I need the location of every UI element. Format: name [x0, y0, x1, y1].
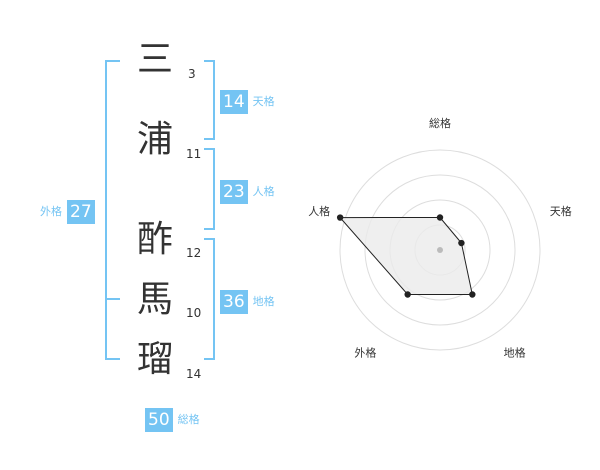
radar-ring-3: [364, 174, 516, 326]
radar-axis-label-3: 外格: [354, 346, 376, 360]
name-char-3: 酢: [136, 219, 173, 260]
radar-point-4: [336, 214, 344, 221]
soukaku-label: 総格: [177, 413, 200, 426]
stroke-count-5: 14: [186, 367, 202, 381]
jinkaku-value: 23: [220, 180, 248, 204]
radar-point-2: [469, 291, 476, 298]
radar-point-0: [436, 214, 444, 221]
chikaku-label: 地格: [252, 295, 275, 308]
radar-axis-label-2: 地格: [504, 346, 526, 360]
radar-point-3: [404, 291, 411, 298]
stroke-count-2: 11: [186, 147, 202, 161]
tenkaku-value: 14: [220, 90, 248, 114]
stroke-count-4: 10: [186, 306, 202, 320]
radar-axis-label-0: 総格: [429, 116, 451, 130]
radar-area: [338, 216, 473, 295]
chikaku-value: 36: [220, 290, 248, 314]
radar-center: [437, 247, 443, 253]
radar-axis-label-1: 天格: [550, 204, 572, 218]
jinkaku-label: 人格: [252, 185, 275, 198]
radar-point-1: [458, 239, 465, 247]
stroke-count-3: 12: [186, 246, 202, 260]
stroke-count-1: 3: [188, 67, 196, 81]
soukaku-value: 50: [145, 408, 173, 432]
tenkaku-label: 天格: [252, 95, 275, 108]
name-char-4: 馬: [136, 279, 173, 320]
chikaku-group: 36 地格: [220, 290, 275, 314]
name-char-2: 浦: [136, 119, 173, 160]
gaikaku-group: 外格 27: [40, 200, 95, 224]
gaikaku-value: 27: [67, 200, 95, 224]
radar-ring-4: [339, 149, 541, 351]
jinkaku-group: 23 人格: [220, 180, 275, 204]
name-char-5: 瑠: [136, 339, 173, 380]
gaikaku-label: 外格: [40, 205, 62, 218]
radar-axis-label-4: 人格: [308, 204, 330, 218]
soukaku-group: 50 総格: [145, 408, 200, 432]
name-char-1: 三: [136, 39, 173, 80]
tenkaku-group: 14 天格: [220, 90, 275, 114]
